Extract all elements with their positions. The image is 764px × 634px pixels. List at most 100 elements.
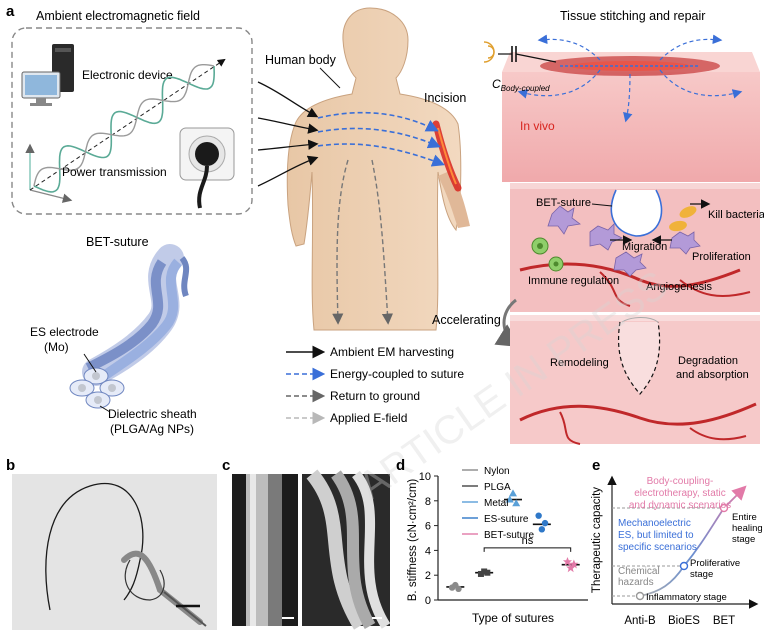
d-ytick-label-4: 8 <box>425 496 431 508</box>
d-ns-bracket <box>483 547 572 552</box>
e-mech-text-2: specific scenarios <box>618 542 697 553</box>
electronic-device-icon <box>21 44 74 106</box>
tissue-field-arrows <box>517 34 743 123</box>
d-legend-label-1: PLGA <box>484 482 511 493</box>
legend-label-2: Return to ground <box>330 389 420 403</box>
cells-group <box>531 205 701 277</box>
panel-d-letter: d <box>396 457 405 474</box>
d-point-2-1 <box>509 489 517 497</box>
d-ytick-label-3: 6 <box>425 521 431 533</box>
harvest-arrow-3 <box>257 139 319 151</box>
angiogenesis-label: Angiogenesis <box>646 281 713 293</box>
e-point-anti-b <box>635 591 645 601</box>
d-ytick-label-5: 10 <box>419 471 431 483</box>
ambient-field-box <box>11 27 253 215</box>
e-point-bioes <box>679 561 689 571</box>
d-legend-label-4: BET-suture <box>484 530 534 541</box>
e-cat-0: Anti-B <box>624 615 656 627</box>
migration-label: Migration <box>622 241 667 253</box>
degradation-label-1: Degradation <box>678 355 738 367</box>
d-ylabel: B. stiffness (cN·cm²/cm) <box>407 479 419 602</box>
e-stage-entire-1: healing <box>732 523 763 534</box>
bet-suture-inline-pointer <box>591 203 613 207</box>
d-legend-label-0: Nylon <box>484 466 510 477</box>
e-mech-text-0: Mechanoelectric <box>618 518 691 529</box>
dielectric-pointer <box>99 405 111 413</box>
panel-c-letter: c <box>222 457 230 474</box>
d-point-0-2 <box>455 585 462 593</box>
panel-a-letter: a <box>6 3 15 20</box>
d-ytick-label-0: 0 <box>425 595 431 607</box>
electronic-device-label: Electronic device <box>82 68 173 82</box>
d-point-3-0 <box>535 512 542 519</box>
ambient-field-title: Ambient electromagnetic field <box>36 9 200 23</box>
kill-bacteria-label: Kill bacteria <box>708 209 764 221</box>
legend-label-3: Applied E-field <box>330 411 407 425</box>
capacitor-label: CBody-coupled <box>492 77 550 93</box>
e-body-text-0: Body-coupling- <box>647 476 714 487</box>
coupled-arrow-2 <box>317 127 441 149</box>
immune-regulation-label: Immune regulation <box>528 275 619 287</box>
power-outlet-icon <box>179 127 235 209</box>
d-point-1-1 <box>481 568 488 575</box>
panel-b-letter: b <box>6 457 15 474</box>
human-body-label: Human body <box>265 53 337 67</box>
harvest-arrow-1 <box>257 81 319 118</box>
d-point-1-0 <box>477 570 484 577</box>
d-ytick-label-1: 2 <box>425 570 431 582</box>
panel-c-sem-images <box>232 469 391 630</box>
e-stage-entire-0: Entire <box>732 512 757 523</box>
accelerating-label: Accelerating <box>432 313 501 327</box>
tissue-block <box>502 52 760 182</box>
proliferation-label: Proliferation <box>692 251 751 263</box>
e-cat-1: BioES <box>668 615 700 627</box>
d-legend-label-2: Metal <box>484 498 508 509</box>
capacitor-icon <box>483 41 557 63</box>
em-wave-b <box>33 64 215 187</box>
power-transmission-label: Power transmission <box>62 165 167 179</box>
coupled-arrow-1 <box>317 111 439 132</box>
bet-suture-title: BET-suture <box>86 235 149 249</box>
e-stage-entire-2: stage <box>732 534 755 545</box>
field-axis-diagonal <box>29 189 73 203</box>
legend-label-1: Energy-coupled to suture <box>330 367 464 381</box>
d-point-4-1 <box>566 563 576 573</box>
harvest-arrow-2 <box>257 117 319 134</box>
d-point-3-2 <box>541 519 549 527</box>
incision-label: Incision <box>424 91 466 105</box>
ground-arrow-1 <box>332 159 349 325</box>
e-cat-2: BET <box>713 615 735 627</box>
es-electrode-pointer <box>83 353 97 373</box>
bet-suture-illustration <box>69 244 190 409</box>
dielectric-label-2: (PLGA/Ag NPs) <box>110 422 194 436</box>
d-point-3-1 <box>538 526 546 533</box>
e-point-bet <box>719 503 729 513</box>
dielectric-label-1: Dielectric sheath <box>108 407 197 421</box>
e-chem-text-1: hazards <box>618 577 654 588</box>
d-ytick-label-2: 4 <box>425 545 431 557</box>
human-body-pointer <box>319 67 341 89</box>
es-electrode-label-2: (Mo) <box>44 340 69 354</box>
degradation-label-2: and absorption <box>676 369 749 381</box>
d-point-2-0 <box>505 495 514 503</box>
remodeling-tissue-panel <box>510 315 760 445</box>
legend-label-0: Ambient EM harvesting <box>330 345 454 359</box>
e-stage-prolif-1: stage <box>690 569 713 580</box>
d-legend-label-3: ES-suture <box>484 514 529 525</box>
e-chem-text-0: Chemical <box>618 566 660 577</box>
em-wave-a <box>33 65 216 193</box>
d-point-1-2 <box>484 569 491 576</box>
es-electrode-label-1: ES electrode <box>30 325 99 339</box>
e-mech-text-1: ES, but limited to <box>618 530 694 541</box>
e-body-text-2: and dynamic scenarios <box>629 500 731 511</box>
bet-suture-inline-label: BET-suture <box>536 197 591 209</box>
harvest-arrow-4 <box>257 155 319 187</box>
e-ylabel: Therapeutic capacity <box>591 487 603 593</box>
d-point-2-2 <box>512 499 521 507</box>
e-stage-inflam: Inflammatory stage <box>646 592 727 603</box>
d-ns-label: ns <box>522 535 534 547</box>
